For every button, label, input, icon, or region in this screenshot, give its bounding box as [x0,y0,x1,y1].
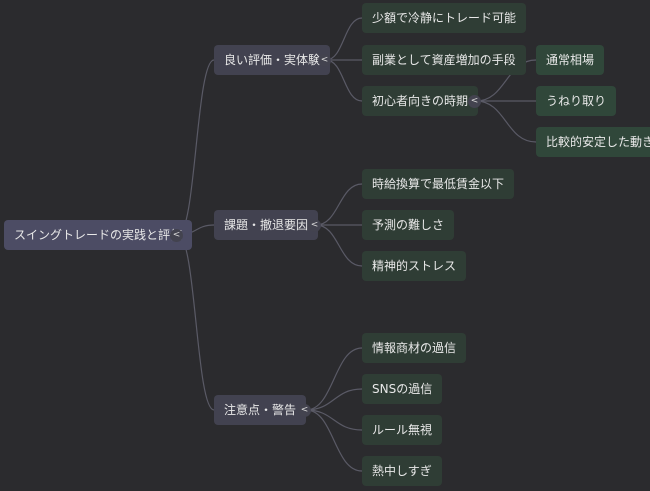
root-node[interactable]: スイングトレードの実践と評価 [4,220,193,250]
connector-b3-child-2 [305,388,363,411]
leaf-node[interactable]: ルール無視 [362,415,443,445]
leaf-node[interactable]: 副業として資産増加の手段 [362,45,526,75]
branch-1-connectors [325,17,537,143]
leaf-collapse-toggle[interactable]: < [468,95,481,108]
branch-node-label: 課題・撤退要因 [224,218,309,232]
leaf-node-beginner-period[interactable]: 初心者向きの時期 [362,86,479,116]
subleaf-node-label: うねり取り [546,94,607,108]
branch-node-warnings[interactable]: 注意点・警告 [214,395,307,425]
connector-b3-child-4 [305,409,363,472]
connector-b3-child-3 [305,409,363,431]
connector-b2-child-3 [315,224,363,267]
leaf-node-label: 時給換算で最低賃金以下 [372,177,505,191]
branch-node-issues[interactable]: 課題・撤退要因 [214,210,319,240]
leaf-node-label: 初心者向きの時期 [372,94,469,108]
leaf-node[interactable]: 精神的ストレス [362,251,467,281]
leaf-node[interactable]: 熱中しすぎ [362,456,442,486]
leaf-node-label: 予測の難しさ [372,218,445,232]
leaf-node[interactable]: SNSの過信 [362,374,443,404]
branch-2-connectors [315,183,363,267]
leaf-node[interactable]: 情報商材の過信 [362,333,467,363]
leaf-node[interactable]: 予測の難しさ [362,210,455,240]
root-collapse-toggle[interactable]: < [170,229,183,242]
leaf-node-label: SNSの過信 [372,382,433,396]
subleaf-node[interactable]: 比較的安定した動き [536,127,650,157]
leaf-node-label: 情報商材の過信 [372,341,457,355]
root-node-label: スイングトレードの実践と評価 [14,228,183,242]
branch-3-connectors [305,347,363,472]
connector-b1-child-1 [325,17,363,61]
leaf-node-label: 精神的ストレス [372,259,457,273]
connector-root-branch-1 [177,59,215,236]
subleaf-node[interactable]: うねり取り [536,86,617,116]
leaf-node[interactable]: 時給換算で最低賃金以下 [362,169,515,199]
leaf-node-label: 副業として資産増加の手段 [372,53,516,67]
subleaf-node-label: 比較的安定した動き [546,135,650,149]
collapse-chevron-icon: < [470,96,479,106]
leaf-node-label: 熱中しすぎ [372,464,432,478]
connector-b2-child-1 [315,183,363,226]
branch-node-label: 良い評価・実体験 [224,53,321,67]
leaf-node-label: ルール無視 [372,423,433,437]
subleaf-node-label: 通常相場 [546,53,595,67]
connector-b3-child-1 [305,347,363,411]
branch-node-label: 注意点・警告 [224,403,297,417]
collapse-chevron-icon: < [310,220,319,230]
leaf-node-label: 少額で冷静にトレード可能 [372,11,517,25]
collapse-chevron-icon: < [300,405,309,415]
connector-b1c3-sub-3 [475,100,537,143]
collapse-chevron-icon: < [320,55,329,65]
connector-b1c3-sub-1 [475,59,537,102]
leaf-node[interactable]: 少額で冷静にトレード可能 [362,3,527,33]
branch-3-collapse-toggle[interactable]: < [298,404,311,417]
branch-node-good-reviews[interactable]: 良い評価・実体験 [214,45,331,75]
connector-b1-child-3 [325,59,363,102]
collapse-chevron-icon: < [172,230,181,240]
branch-2-collapse-toggle[interactable]: < [308,219,321,232]
connector-root-branch-3 [177,234,215,411]
subleaf-node[interactable]: 通常相場 [536,45,605,75]
branch-1-collapse-toggle[interactable]: < [318,54,331,67]
